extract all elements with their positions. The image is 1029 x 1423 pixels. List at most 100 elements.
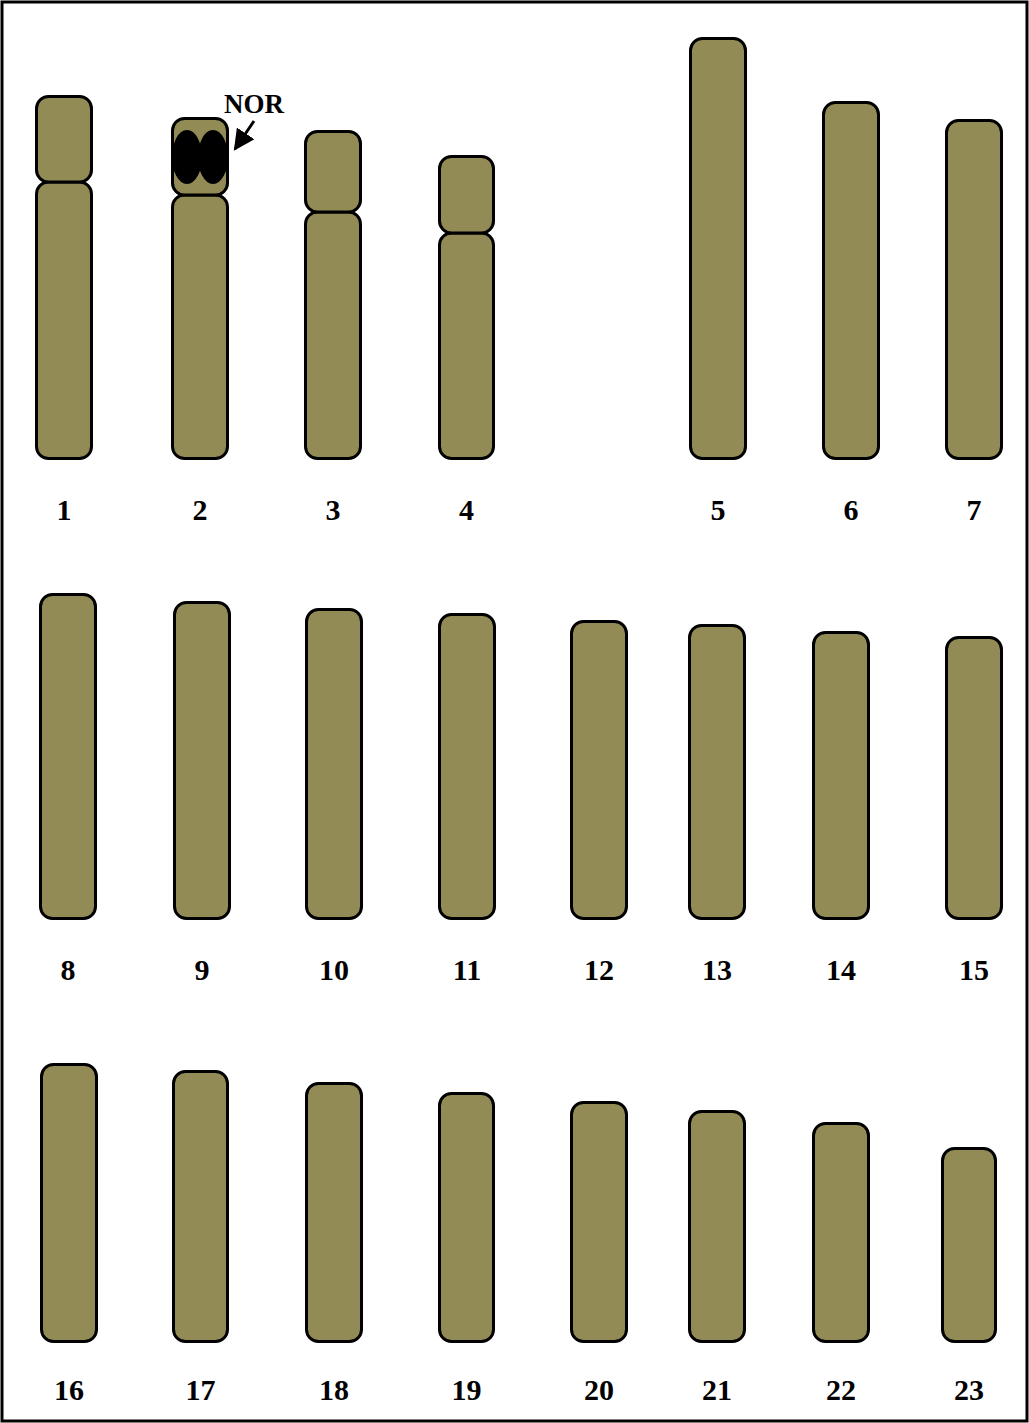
chromosome-shape	[305, 608, 363, 920]
chromosome-shape	[304, 130, 362, 460]
chromosome-number: 23	[911, 1373, 1027, 1407]
chromosome: 6	[822, 101, 880, 532]
chromosome-shape	[570, 1101, 628, 1343]
chromosome-number: 9	[143, 953, 261, 987]
p-arm	[173, 119, 228, 196]
chromosome-shape	[570, 620, 628, 920]
chromosome-shape	[812, 631, 870, 920]
chromosome-body	[824, 103, 879, 459]
chromosome-number: 10	[275, 953, 393, 987]
chromosome: 17	[172, 1070, 229, 1412]
chromosome: 22	[812, 1122, 870, 1412]
q-arm	[173, 195, 228, 459]
chromosome: 9	[173, 601, 231, 992]
chromosome-number: 14	[782, 953, 900, 987]
chromosome-shape	[305, 1082, 363, 1343]
chromosome-body	[690, 626, 745, 919]
chromosome-body	[943, 1149, 996, 1342]
chromosome-shape	[941, 1147, 997, 1343]
chromosome-number: 5	[659, 493, 777, 527]
chromosome: 20	[570, 1101, 628, 1412]
chromosome: 3	[304, 130, 362, 532]
q-arm	[37, 182, 92, 459]
chromosome: 12	[570, 620, 628, 992]
chromosome: 2	[171, 117, 229, 532]
chromosome: 4	[438, 155, 495, 532]
p-arm	[37, 97, 92, 183]
chromosome: 16	[40, 1063, 98, 1412]
nor-band	[173, 131, 201, 183]
nor-band	[199, 131, 227, 183]
chromosome-number: 2	[141, 493, 259, 527]
chromosome-body	[691, 39, 746, 459]
chromosome-shape	[173, 601, 231, 920]
chromosome-number: 12	[540, 953, 658, 987]
chromosome: 15	[945, 636, 1003, 992]
chromosome-body	[41, 595, 96, 919]
chromosome-body	[947, 121, 1002, 459]
chromosome-shape	[822, 101, 880, 460]
chromosome-number: 8	[9, 953, 127, 987]
p-arm	[440, 157, 494, 234]
chromosome-body	[440, 1094, 494, 1342]
chromosome-number: 21	[658, 1373, 776, 1407]
chromosome-shape	[172, 1070, 229, 1343]
chromosome: 18	[305, 1082, 363, 1412]
chromosome-number: 20	[540, 1373, 658, 1407]
chromosome-shape	[35, 95, 93, 460]
chromosome: 21	[688, 1110, 746, 1412]
chromosome-body	[814, 1124, 869, 1342]
chromosome-shape	[171, 117, 229, 460]
q-arm	[306, 212, 361, 459]
chromosome-number: 22	[782, 1373, 900, 1407]
chromosome-body	[174, 1072, 228, 1342]
chromosome: 8	[39, 593, 97, 992]
chromosome: 10	[305, 608, 363, 992]
chromosome-body	[690, 1112, 745, 1342]
chromosome-body	[814, 633, 869, 919]
chromosome: 1	[35, 95, 93, 532]
chromosome-body	[42, 1065, 97, 1342]
chromosome-body	[307, 610, 362, 919]
chromosome-number: 4	[408, 493, 525, 527]
chromosome-body	[307, 1084, 362, 1342]
chromosome-body	[572, 622, 627, 919]
chromosome: 13	[688, 624, 746, 992]
chromosome: 14	[812, 631, 870, 992]
chromosome-shape	[945, 119, 1003, 460]
chromosome-shape	[812, 1122, 870, 1343]
chromosome: 11	[438, 613, 496, 992]
chromosome-shape	[945, 636, 1003, 920]
chromosome-number: 3	[274, 493, 392, 527]
chromosome-shape	[689, 37, 747, 460]
chromosome-shape	[688, 624, 746, 920]
chromosome: 19	[438, 1092, 495, 1412]
chromosome-number: 19	[408, 1373, 525, 1407]
chromosome-number: 15	[915, 953, 1029, 987]
leader-arrow	[235, 121, 254, 149]
chromosome: 7	[945, 119, 1003, 532]
chromosome-number: 1	[5, 493, 123, 527]
chromosome-number: 13	[658, 953, 776, 987]
chromosome-number: 18	[275, 1373, 393, 1407]
chromosome-body	[947, 638, 1002, 919]
chromosome: 5	[689, 37, 747, 532]
chromosome-number: 6	[792, 493, 910, 527]
p-arm	[306, 132, 361, 213]
chromosome-shape	[40, 1063, 98, 1343]
chromosome-shape	[438, 155, 495, 460]
chromosome-body	[175, 603, 230, 919]
chromosome: 23	[941, 1147, 997, 1412]
chromosome-number: 17	[142, 1373, 259, 1407]
q-arm	[440, 233, 494, 459]
chromosome-shape	[39, 593, 97, 920]
nor-label: NOR	[224, 89, 284, 119]
chromosome-body	[440, 615, 495, 919]
chromosome-shape	[438, 1092, 495, 1343]
chromosome-shape	[688, 1110, 746, 1343]
chromosome-shape	[438, 613, 496, 920]
chromosome-number: 11	[408, 953, 526, 987]
chromosome-number: 7	[915, 493, 1029, 527]
